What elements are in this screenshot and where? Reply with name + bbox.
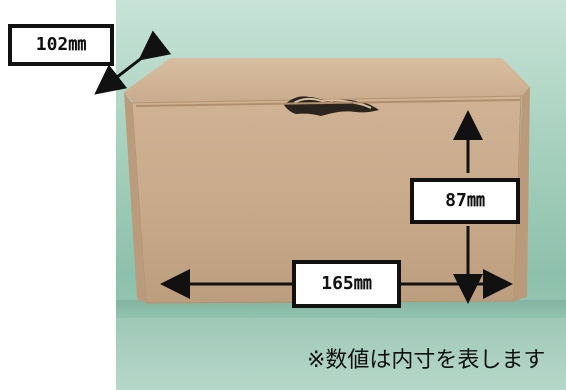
depth-label: 102㎜ xyxy=(8,24,114,66)
table-surface xyxy=(116,318,566,390)
width-label: 165㎜ xyxy=(292,260,401,308)
inner-dimensions-note: ※数値は内寸を表します xyxy=(307,348,546,373)
floor-shadow xyxy=(116,300,566,320)
height-label: 87㎜ xyxy=(410,178,520,224)
